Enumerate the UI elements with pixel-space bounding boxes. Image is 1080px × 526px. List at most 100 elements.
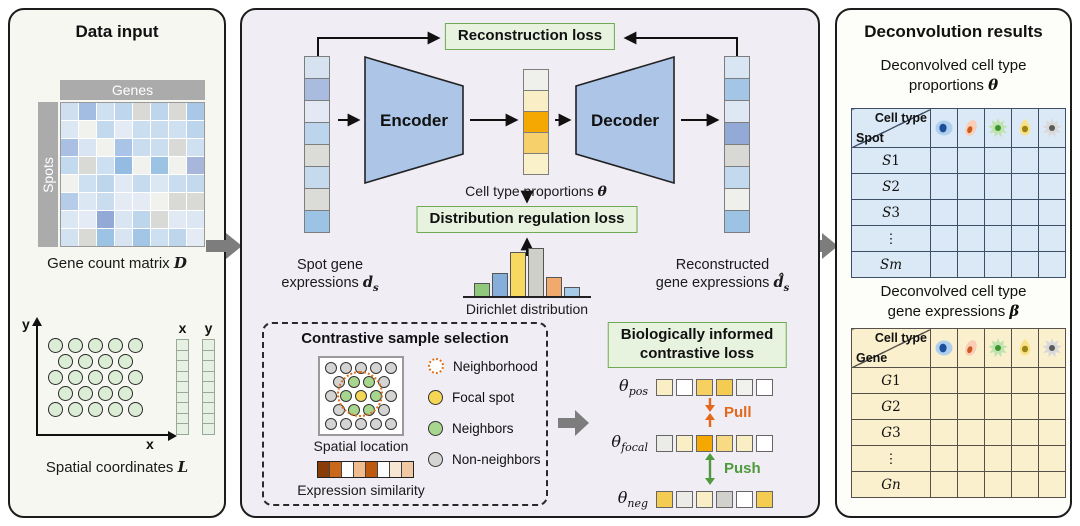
- matrix-cell: [151, 211, 168, 228]
- table-row: G2: [851, 393, 1066, 420]
- recon-vector-caption: Reconstructed gene expressions d̂s: [655, 257, 790, 295]
- proportion-cell: [736, 434, 753, 452]
- scatter-row: [48, 370, 143, 385]
- star-cell-icon: [988, 118, 1008, 138]
- value-cell: [930, 419, 958, 446]
- dirichlet-distribution: Dirichlet distribution: [463, 248, 591, 317]
- coords-symbol: L: [177, 458, 189, 476]
- cell-type-column: [957, 328, 985, 368]
- spot-circle-icon: [428, 420, 443, 436]
- matrix-cell: [187, 229, 204, 246]
- matrix-cell: [97, 175, 114, 192]
- cell-type-column: [957, 108, 985, 148]
- matrix-cell: [133, 193, 150, 210]
- value-cell: [930, 393, 958, 420]
- table-row: G3: [851, 419, 1066, 446]
- scatter-dot: [98, 386, 113, 401]
- value-cell: [957, 367, 985, 394]
- vector-cell: [304, 188, 330, 211]
- matrix-cell: [151, 103, 168, 120]
- vector-cell: [304, 56, 330, 79]
- neighborhood-circle: [337, 371, 383, 417]
- data-input-panel: Data input Genes Spots Gene count matrix…: [8, 8, 226, 518]
- similarity-cell: [353, 462, 365, 477]
- value-cell: [957, 419, 985, 446]
- proportion-cell: [756, 490, 773, 508]
- latent-caption: Cell type proportions θ: [465, 183, 607, 200]
- value-cell: [930, 251, 958, 278]
- contrastive-title: Contrastive sample selection: [301, 330, 509, 347]
- cell-type-column: [930, 108, 958, 148]
- value-cell: [984, 419, 1012, 446]
- x-vector-label: x: [178, 320, 187, 336]
- matrix-cell: [151, 229, 168, 246]
- similarity-cell: [318, 462, 329, 477]
- matrix-cell: [115, 157, 132, 174]
- scatter-dot: [98, 354, 113, 369]
- vector-cell: [724, 122, 750, 145]
- similarity-cell: [329, 462, 341, 477]
- grid-spot: [325, 418, 337, 430]
- scatter-row: [48, 338, 143, 353]
- coords-caption: Spatial coordinates L: [45, 458, 189, 476]
- value-cell: [1038, 393, 1066, 420]
- matrix-cell: [169, 121, 186, 138]
- cell-type-column: [984, 328, 1012, 368]
- matrix-cell: [79, 211, 96, 228]
- value-cell: [1011, 419, 1039, 446]
- y-coordinate-vector: [202, 339, 215, 435]
- genes-header-bar: Genes: [60, 80, 205, 100]
- value-cell: [957, 225, 985, 252]
- round-cell-icon: [935, 340, 953, 356]
- row-label: S2: [851, 173, 931, 200]
- matrix-cell: [115, 229, 132, 246]
- value-cell: [930, 471, 958, 498]
- vector-cell: [304, 210, 330, 233]
- bean-cell-icon: [965, 340, 977, 356]
- coordinate-cell: [202, 423, 215, 435]
- matrix-cell: [79, 121, 96, 138]
- scatter-dot: [48, 370, 63, 385]
- row-label: G3: [851, 419, 931, 446]
- matrix-cell: [169, 229, 186, 246]
- expressions-table-caption: Deconvolved cell type gene expressions β: [880, 283, 1027, 320]
- scatter-row: [58, 354, 143, 369]
- legend-item: Neighborhood: [428, 356, 541, 376]
- matrix-cell: [61, 103, 78, 120]
- row-label: S1: [851, 147, 931, 174]
- y-vector-label: y: [204, 320, 213, 336]
- legend-label: Neighborhood: [453, 358, 538, 374]
- row-label: S3: [851, 199, 931, 226]
- value-cell: [1011, 393, 1039, 420]
- matrix-cell: [61, 229, 78, 246]
- bean-cell-icon: [965, 120, 977, 136]
- similarity-cell: [341, 462, 353, 477]
- value-cell: [930, 147, 958, 174]
- matrix-cell: [61, 175, 78, 192]
- scatter-dot: [68, 402, 83, 417]
- scatter-dot: [108, 338, 123, 353]
- vector-cell: [724, 144, 750, 167]
- scatter-row: [48, 402, 143, 417]
- vector-cell: [724, 188, 750, 211]
- decoder-block: Decoder: [575, 56, 675, 184]
- matrix-cell: [169, 211, 186, 228]
- matrix-cell: [97, 211, 114, 228]
- scatter-dot: [108, 402, 123, 417]
- vector-cell: [724, 78, 750, 101]
- proportion-cell: [736, 490, 753, 508]
- proportion-cell: [656, 434, 673, 452]
- cell-type-column: [1038, 328, 1066, 368]
- panel-title: Deconvolution results: [864, 22, 1043, 41]
- cell-type-column: [1011, 108, 1039, 148]
- matrix-cell: [187, 139, 204, 156]
- legend-label: Neighbors: [452, 420, 514, 436]
- theta-row: θpos: [594, 376, 773, 398]
- matrix-cell: [79, 103, 96, 120]
- similarity-cell: [401, 462, 413, 477]
- legend-label: Focal spot: [452, 389, 515, 405]
- value-cell: [984, 367, 1012, 394]
- grid-spot: [385, 390, 397, 402]
